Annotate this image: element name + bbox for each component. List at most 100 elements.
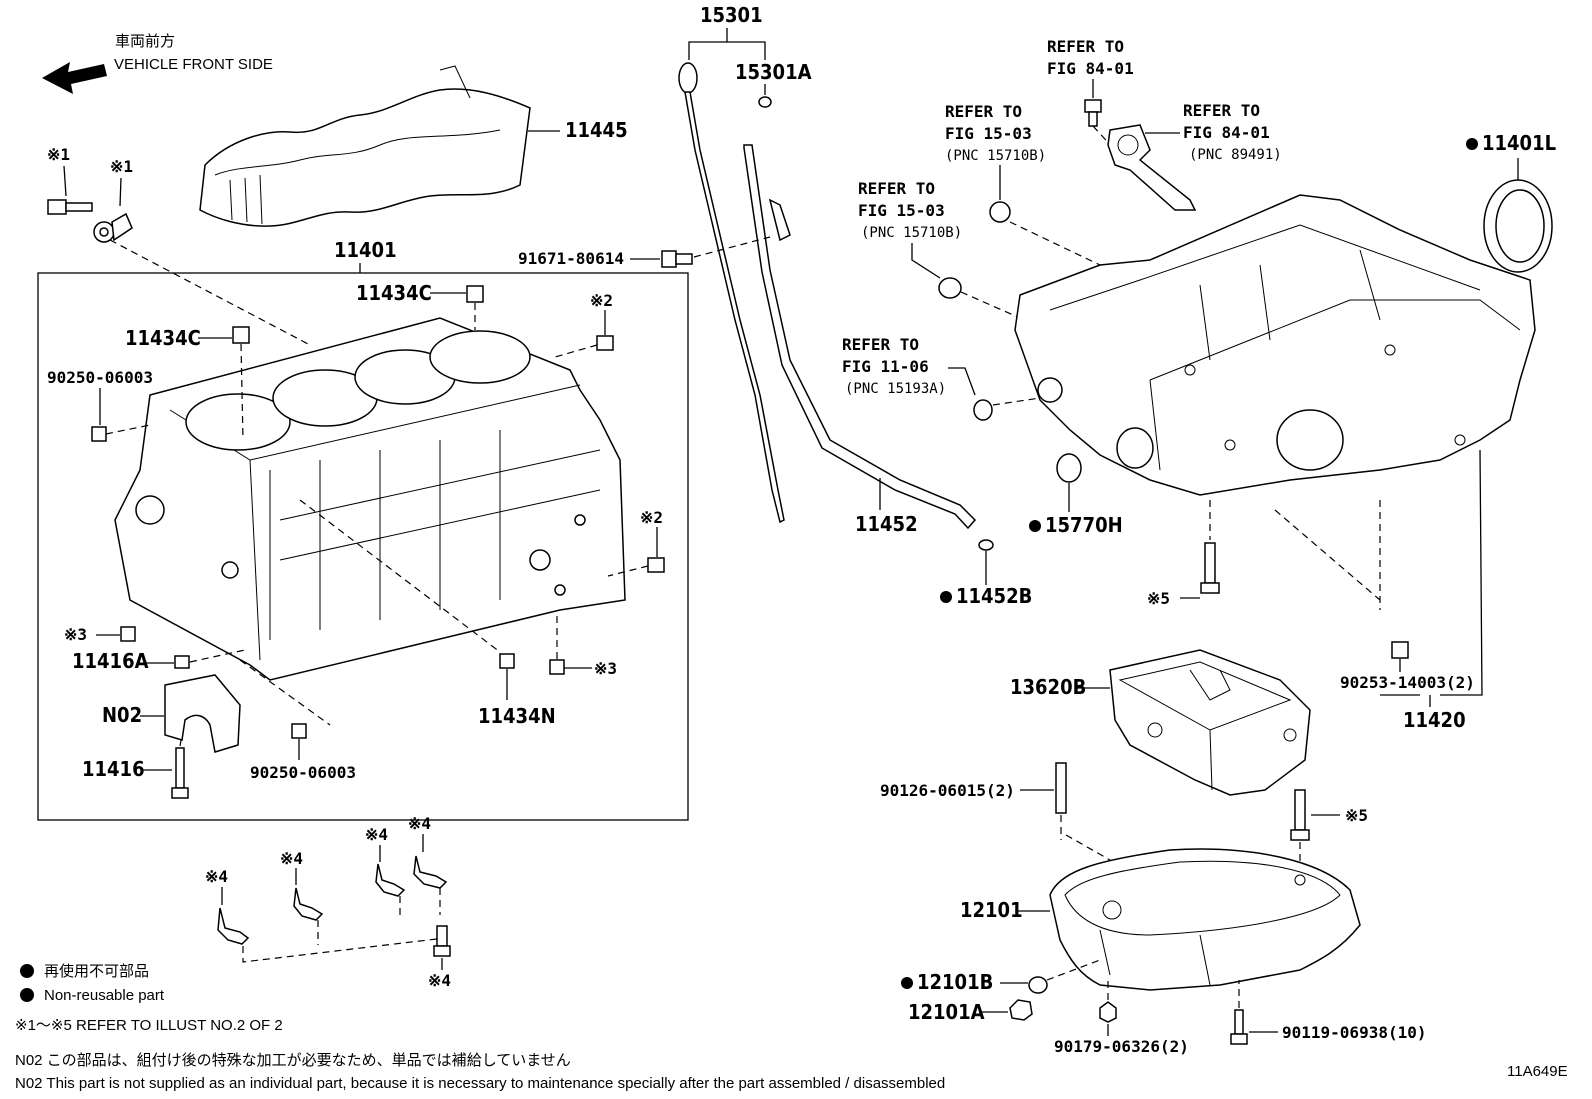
ref-mark-5b: ※5 <box>1345 806 1368 825</box>
front-label-jp: 車両前方 <box>115 33 175 50</box>
svg-text:FIG 84-01: FIG 84-01 <box>1047 59 1134 78</box>
dowel-pin-icon <box>291 723 307 739</box>
oil-pan-part <box>1049 848 1361 991</box>
bolt-icon <box>1084 99 1102 127</box>
o-ring-icon <box>758 96 772 108</box>
label-90250-lower: 90250-06003 <box>250 763 356 782</box>
o-ring-icon <box>938 277 962 299</box>
legend-n02-en: N02 This part is not supplied as an indi… <box>15 1075 945 1092</box>
label-11416: 11416 <box>82 757 145 781</box>
ref-mark-4a: ※4 <box>205 867 228 886</box>
non-reusable-dot-icon <box>20 988 34 1002</box>
dipstick-part <box>678 62 785 524</box>
label-11416A: 11416A <box>72 649 149 673</box>
dowel-pin-icon <box>499 653 515 669</box>
dowel-pin-icon <box>549 659 565 675</box>
svg-text:FIG 15-03: FIG 15-03 <box>858 201 945 220</box>
legend-n02-jp: N02 この部品は、組付け後の特殊な加工が必要なため、単品では補給していません <box>15 1052 571 1069</box>
ref-mark-4d: ※4 <box>408 814 431 833</box>
legend-refer-illust: ※1～※5 REFER TO ILLUST NO.2 OF 2 <box>15 1017 283 1034</box>
svg-text:(PNC 15710B): (PNC 15710B) <box>945 148 1046 164</box>
o-ring-icon <box>989 201 1011 223</box>
dowel-pin-icon <box>120 626 136 642</box>
label-90119: 90119-06938(10) <box>1282 1023 1427 1042</box>
svg-text:(PNC 15193A): (PNC 15193A) <box>845 381 946 397</box>
bolt-icon <box>433 925 451 957</box>
svg-text:FIG 11-06: FIG 11-06 <box>842 357 929 376</box>
refer-block-4: REFER TO FIG 15-03 (PNC 15710B) <box>858 179 962 241</box>
label-90253: 90253-14003(2) <box>1340 673 1475 692</box>
bolt-icon <box>1230 1009 1248 1045</box>
svg-text:REFER TO: REFER TO <box>842 335 919 354</box>
o-ring-icon <box>1056 453 1082 483</box>
label-12101: 12101 <box>960 898 1023 922</box>
refer-block-1: REFER TO FIG 84-01 <box>1047 37 1134 78</box>
non-reusable-dot-icon <box>940 591 952 603</box>
gasket-icon <box>1028 976 1048 994</box>
bolt-icon <box>1290 789 1310 841</box>
drain-plug-icon <box>1009 999 1033 1021</box>
ref-mark-4b: ※4 <box>280 849 303 868</box>
label-15770H: 15770H <box>1045 513 1123 537</box>
label-91671: 91671-80614 <box>518 249 624 268</box>
cylinder-block-group-box <box>37 272 689 821</box>
ref-mark-4c: ※4 <box>365 825 388 844</box>
ref-mark-3b: ※3 <box>594 659 617 678</box>
o-ring-icon <box>978 539 994 551</box>
front-label-en: VEHICLE FRONT SIDE <box>114 56 273 73</box>
label-90179: 90179-06326(2) <box>1054 1037 1189 1056</box>
label-11452B: 11452B <box>956 584 1032 608</box>
dowel-pin-icon <box>466 285 484 303</box>
svg-text:REFER TO: REFER TO <box>858 179 935 198</box>
label-11420: 11420 <box>1403 708 1466 732</box>
label-15301A: 15301A <box>735 60 812 84</box>
ref-mark-1a: ※1 <box>47 145 70 164</box>
label-90250-upper: 90250-06003 <box>47 368 153 387</box>
svg-text:REFER TO: REFER TO <box>1047 37 1124 56</box>
label-90126: 90126-06015(2) <box>880 781 1015 800</box>
dowel-pin-icon <box>174 655 190 669</box>
svg-text:REFER TO: REFER TO <box>945 102 1022 121</box>
cylinder-block-part <box>114 317 626 681</box>
front-arrow-icon <box>42 62 107 94</box>
non-reusable-dot-icon <box>1029 520 1041 532</box>
svg-text:FIG 15-03: FIG 15-03 <box>945 124 1032 143</box>
figure-id: 11A649E <box>1507 1063 1568 1080</box>
bearing-cap-part <box>164 674 241 753</box>
ref-mark-2a: ※2 <box>590 291 613 310</box>
non-reusable-dot-icon <box>20 964 34 978</box>
label-11434C-left: 11434C <box>125 326 201 350</box>
bolt-icon <box>1200 542 1220 594</box>
dowel-pin-icon <box>232 326 250 344</box>
svg-text:FIG 84-01: FIG 84-01 <box>1183 123 1270 142</box>
bolt-icon <box>171 747 189 799</box>
bushing-icon <box>93 212 133 243</box>
refer-block-5: REFER TO FIG 11-06 (PNC 15193A) <box>842 335 946 397</box>
ref-mark-1b: ※1 <box>110 157 133 176</box>
ref-mark-4e: ※4 <box>428 971 451 990</box>
label-15301: 15301 <box>700 3 763 27</box>
label-11401L: 11401L <box>1482 131 1556 155</box>
oil-seal-part <box>1483 179 1553 273</box>
refer-block-3: REFER TO FIG 84-01 (PNC 89491) <box>1183 101 1282 163</box>
dowel-pin-icon <box>647 557 665 573</box>
label-N02: N02 <box>102 703 142 727</box>
label-11401: 11401 <box>334 238 397 262</box>
bolt-icon <box>47 199 93 215</box>
crankcase-part <box>1014 194 1536 496</box>
oil-level-sensor-part <box>1107 124 1197 211</box>
guide-tube-part <box>743 144 977 530</box>
stud-bolt-icon <box>1055 762 1067 814</box>
dowel-pin-icon <box>596 335 614 351</box>
nut-icon <box>1099 1001 1117 1023</box>
label-11434N: 11434N <box>478 704 556 728</box>
non-reusable-dot-icon <box>1466 138 1478 150</box>
bolt-icon <box>661 250 693 268</box>
ref-mark-3a: ※3 <box>64 625 87 644</box>
label-12101A: 12101A <box>908 1000 985 1024</box>
ref-mark-2b: ※2 <box>640 508 663 527</box>
label-11445: 11445 <box>565 118 628 142</box>
label-12101B: 12101B <box>917 970 993 994</box>
